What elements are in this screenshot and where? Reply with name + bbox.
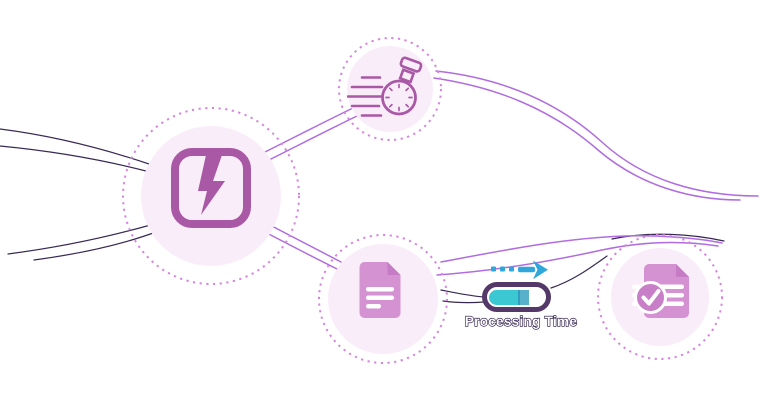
node-speed xyxy=(347,46,433,132)
stopwatch-icon xyxy=(347,56,423,117)
lightning-square-icon xyxy=(171,148,251,228)
curve-doc-to-right-1 xyxy=(440,235,723,263)
connector-main-top-1 xyxy=(262,107,354,154)
curve-dark-topleft-2 xyxy=(0,145,151,173)
dotted-arrow-icon xyxy=(488,258,550,282)
curve-s-top-right-2 xyxy=(433,77,741,201)
curve-dark-over-check-node xyxy=(611,233,725,242)
curve-doc-to-right-2 xyxy=(436,241,719,276)
pill-track xyxy=(487,287,546,307)
curve-s-top-right-1 xyxy=(435,70,759,197)
lightning-square-frame xyxy=(171,148,251,228)
document-icon xyxy=(359,262,401,318)
dotted-ring-speed xyxy=(338,37,442,141)
document-fold-corner xyxy=(676,264,689,277)
dotted-ring-processed xyxy=(597,234,723,360)
dotted-ring-document xyxy=(318,234,448,364)
pill-progress-fill-dark xyxy=(517,289,529,305)
stopwatch-dial xyxy=(381,79,417,116)
lightning-bolt-glyph xyxy=(198,155,225,215)
checkmark-glyph xyxy=(641,289,661,306)
curve-dark-doc-to-pill-2 xyxy=(442,300,485,304)
document-text-lines xyxy=(366,287,394,309)
stopwatch-crown xyxy=(398,56,423,84)
curve-dark-bottomleft-2 xyxy=(33,231,157,261)
node-document xyxy=(328,244,438,354)
stopwatch-ticks xyxy=(385,83,413,112)
processing-time-label: Processing Time xyxy=(464,313,578,329)
stopwatch-speed-lines xyxy=(347,76,384,117)
document-fold-corner xyxy=(387,262,401,275)
curve-dark-topleft-1 xyxy=(0,128,153,166)
curve-dark-pill-to-right xyxy=(550,255,608,289)
node-processed xyxy=(611,248,709,346)
dotted-ring-main xyxy=(122,107,300,285)
document-check-icon xyxy=(632,264,689,318)
pill-progress xyxy=(489,289,529,305)
node-automation xyxy=(141,126,281,266)
dotted-arrow-svg xyxy=(491,260,548,280)
processing-time-pill xyxy=(482,282,551,312)
pill-progress-fill xyxy=(489,289,518,305)
check-circle xyxy=(634,281,667,314)
curve-dark-bottomleft-1 xyxy=(7,223,155,255)
connector-main-top-2 xyxy=(266,115,358,162)
curve-dark-doc-to-pill-1 xyxy=(440,289,485,298)
